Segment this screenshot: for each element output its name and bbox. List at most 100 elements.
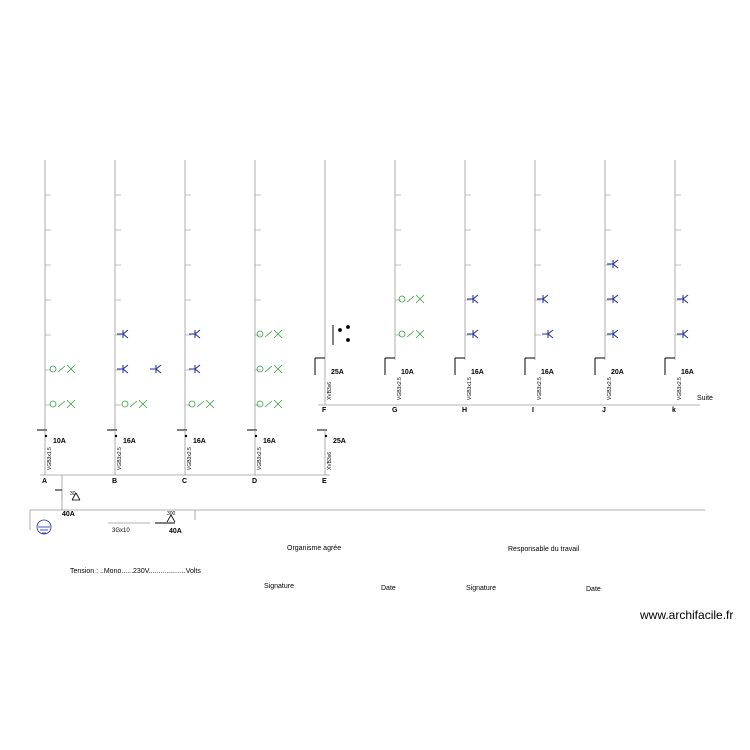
socket-leg	[612, 298, 619, 304]
socket-leg	[682, 333, 689, 339]
socket-leg	[612, 294, 619, 300]
light-switch	[129, 400, 138, 408]
breaker-rating-A: 10A	[53, 438, 66, 445]
socket-leg	[682, 329, 689, 335]
date-label-2: Date	[586, 586, 601, 593]
light-switch	[406, 330, 415, 338]
breaker-contact	[254, 434, 258, 438]
differential-icon	[166, 514, 172, 523]
junction-dot	[338, 328, 342, 332]
cable-label-A: VGB3x1.5	[47, 447, 53, 470]
socket-leg	[612, 263, 619, 269]
circuit-lines	[29, 160, 705, 530]
circuit-letter-C: C	[182, 478, 188, 485]
socket-leg	[682, 298, 689, 304]
socket-leg	[122, 368, 129, 374]
light-switch	[264, 365, 273, 373]
socket-leg	[472, 294, 479, 300]
watermark: www.archifacile.fr	[640, 608, 734, 622]
earth-icon	[36, 519, 52, 535]
main-breaker-sensitivity: 30	[70, 491, 76, 497]
breaker-rating-J: 20A	[611, 369, 624, 376]
circuit-letter-k: k	[672, 407, 676, 414]
cable-label-G: VGB3x2.5	[397, 377, 403, 400]
suite-label: Suite	[697, 395, 713, 402]
responsable-label: Responsable du travail	[508, 546, 580, 553]
socket-leg	[682, 294, 689, 300]
breaker-rating-I: 16A	[541, 369, 554, 376]
light-cross	[66, 399, 76, 409]
socket-leg	[194, 364, 201, 370]
junction-dot	[346, 325, 350, 329]
differential-icon	[75, 492, 81, 501]
light-symbol-A1	[49, 365, 57, 373]
socket-leg	[155, 368, 162, 374]
breaker-contact	[44, 434, 48, 438]
cable-label-J: VGB3x2.5	[607, 377, 613, 400]
socket-leg	[155, 364, 162, 370]
socket-leg	[122, 333, 129, 339]
light-cross	[66, 364, 76, 374]
light-cross	[415, 329, 425, 339]
cable-label-B: VGB3x2.5	[117, 447, 123, 470]
socket-leg	[122, 329, 129, 335]
light-symbol-C3	[188, 400, 196, 408]
socket-leg	[542, 294, 549, 300]
supply-sensitivity: 300	[167, 511, 176, 517]
cable-label-F: XVB3x6	[327, 381, 333, 400]
circuit-letter-H: H	[462, 407, 468, 414]
socket-leg	[472, 329, 479, 335]
main-breaker-rating: 40A	[62, 511, 75, 518]
light-symbol-A2	[49, 400, 57, 408]
breaker-rating-D: 16A	[263, 438, 276, 445]
circuit-letter-D: D	[252, 478, 258, 485]
junction-dot	[346, 338, 350, 342]
socket-leg	[547, 333, 554, 339]
light-switch	[264, 330, 273, 338]
socket-leg	[194, 368, 201, 374]
signature-label-1: Signature	[264, 583, 294, 590]
socket-leg	[194, 329, 201, 335]
light-symbol-B3	[121, 400, 129, 408]
light-cross	[415, 294, 425, 304]
breaker-rating-G: 10A	[401, 369, 414, 376]
breaker-contact	[184, 434, 188, 438]
supply-cable: 3Gx10	[112, 528, 130, 534]
light-cross	[273, 364, 283, 374]
circuit-letter-F: F	[322, 407, 327, 414]
light-cross	[273, 399, 283, 409]
cable-label-C: VGB3x2.5	[187, 447, 193, 470]
light-cross	[273, 329, 283, 339]
cable-label-E: XVB3x6	[327, 451, 333, 470]
light-switch	[57, 400, 66, 408]
light-switch	[406, 295, 415, 303]
light-symbol-D2	[256, 365, 264, 373]
socket-leg	[547, 329, 554, 335]
circuit-letter-A: A	[42, 478, 48, 485]
light-symbol-D3	[256, 400, 264, 408]
circuit-symbols	[36, 259, 689, 535]
light-symbol-G1	[398, 295, 406, 303]
light-cross	[205, 399, 215, 409]
circuit-letter-J: J	[602, 407, 606, 414]
circuit-letter-G: G	[392, 407, 398, 414]
breaker-contact	[324, 434, 328, 438]
socket-leg	[612, 333, 619, 339]
socket-leg	[542, 298, 549, 304]
signature-label-2: Signature	[466, 585, 496, 592]
breaker-rating-E: 25A	[333, 438, 346, 445]
supply-rating: 40A	[169, 528, 182, 535]
cable-label-D: VGB3x2.5	[257, 447, 263, 470]
circuit-letter-E: E	[322, 478, 327, 485]
light-cross	[138, 399, 148, 409]
socket-leg	[612, 259, 619, 265]
light-symbol-D1	[256, 330, 264, 338]
cable-label-H: VGB3x1.5	[467, 377, 473, 400]
light-symbol-G2	[398, 330, 406, 338]
breaker-rating-F: 25A	[331, 369, 344, 376]
light-switch	[57, 365, 66, 373]
circuit-letter-B: B	[112, 478, 118, 485]
cable-label-I: VGB3x2.5	[537, 377, 543, 400]
breaker-rating-B: 16A	[123, 438, 136, 445]
breaker-contact	[114, 434, 118, 438]
